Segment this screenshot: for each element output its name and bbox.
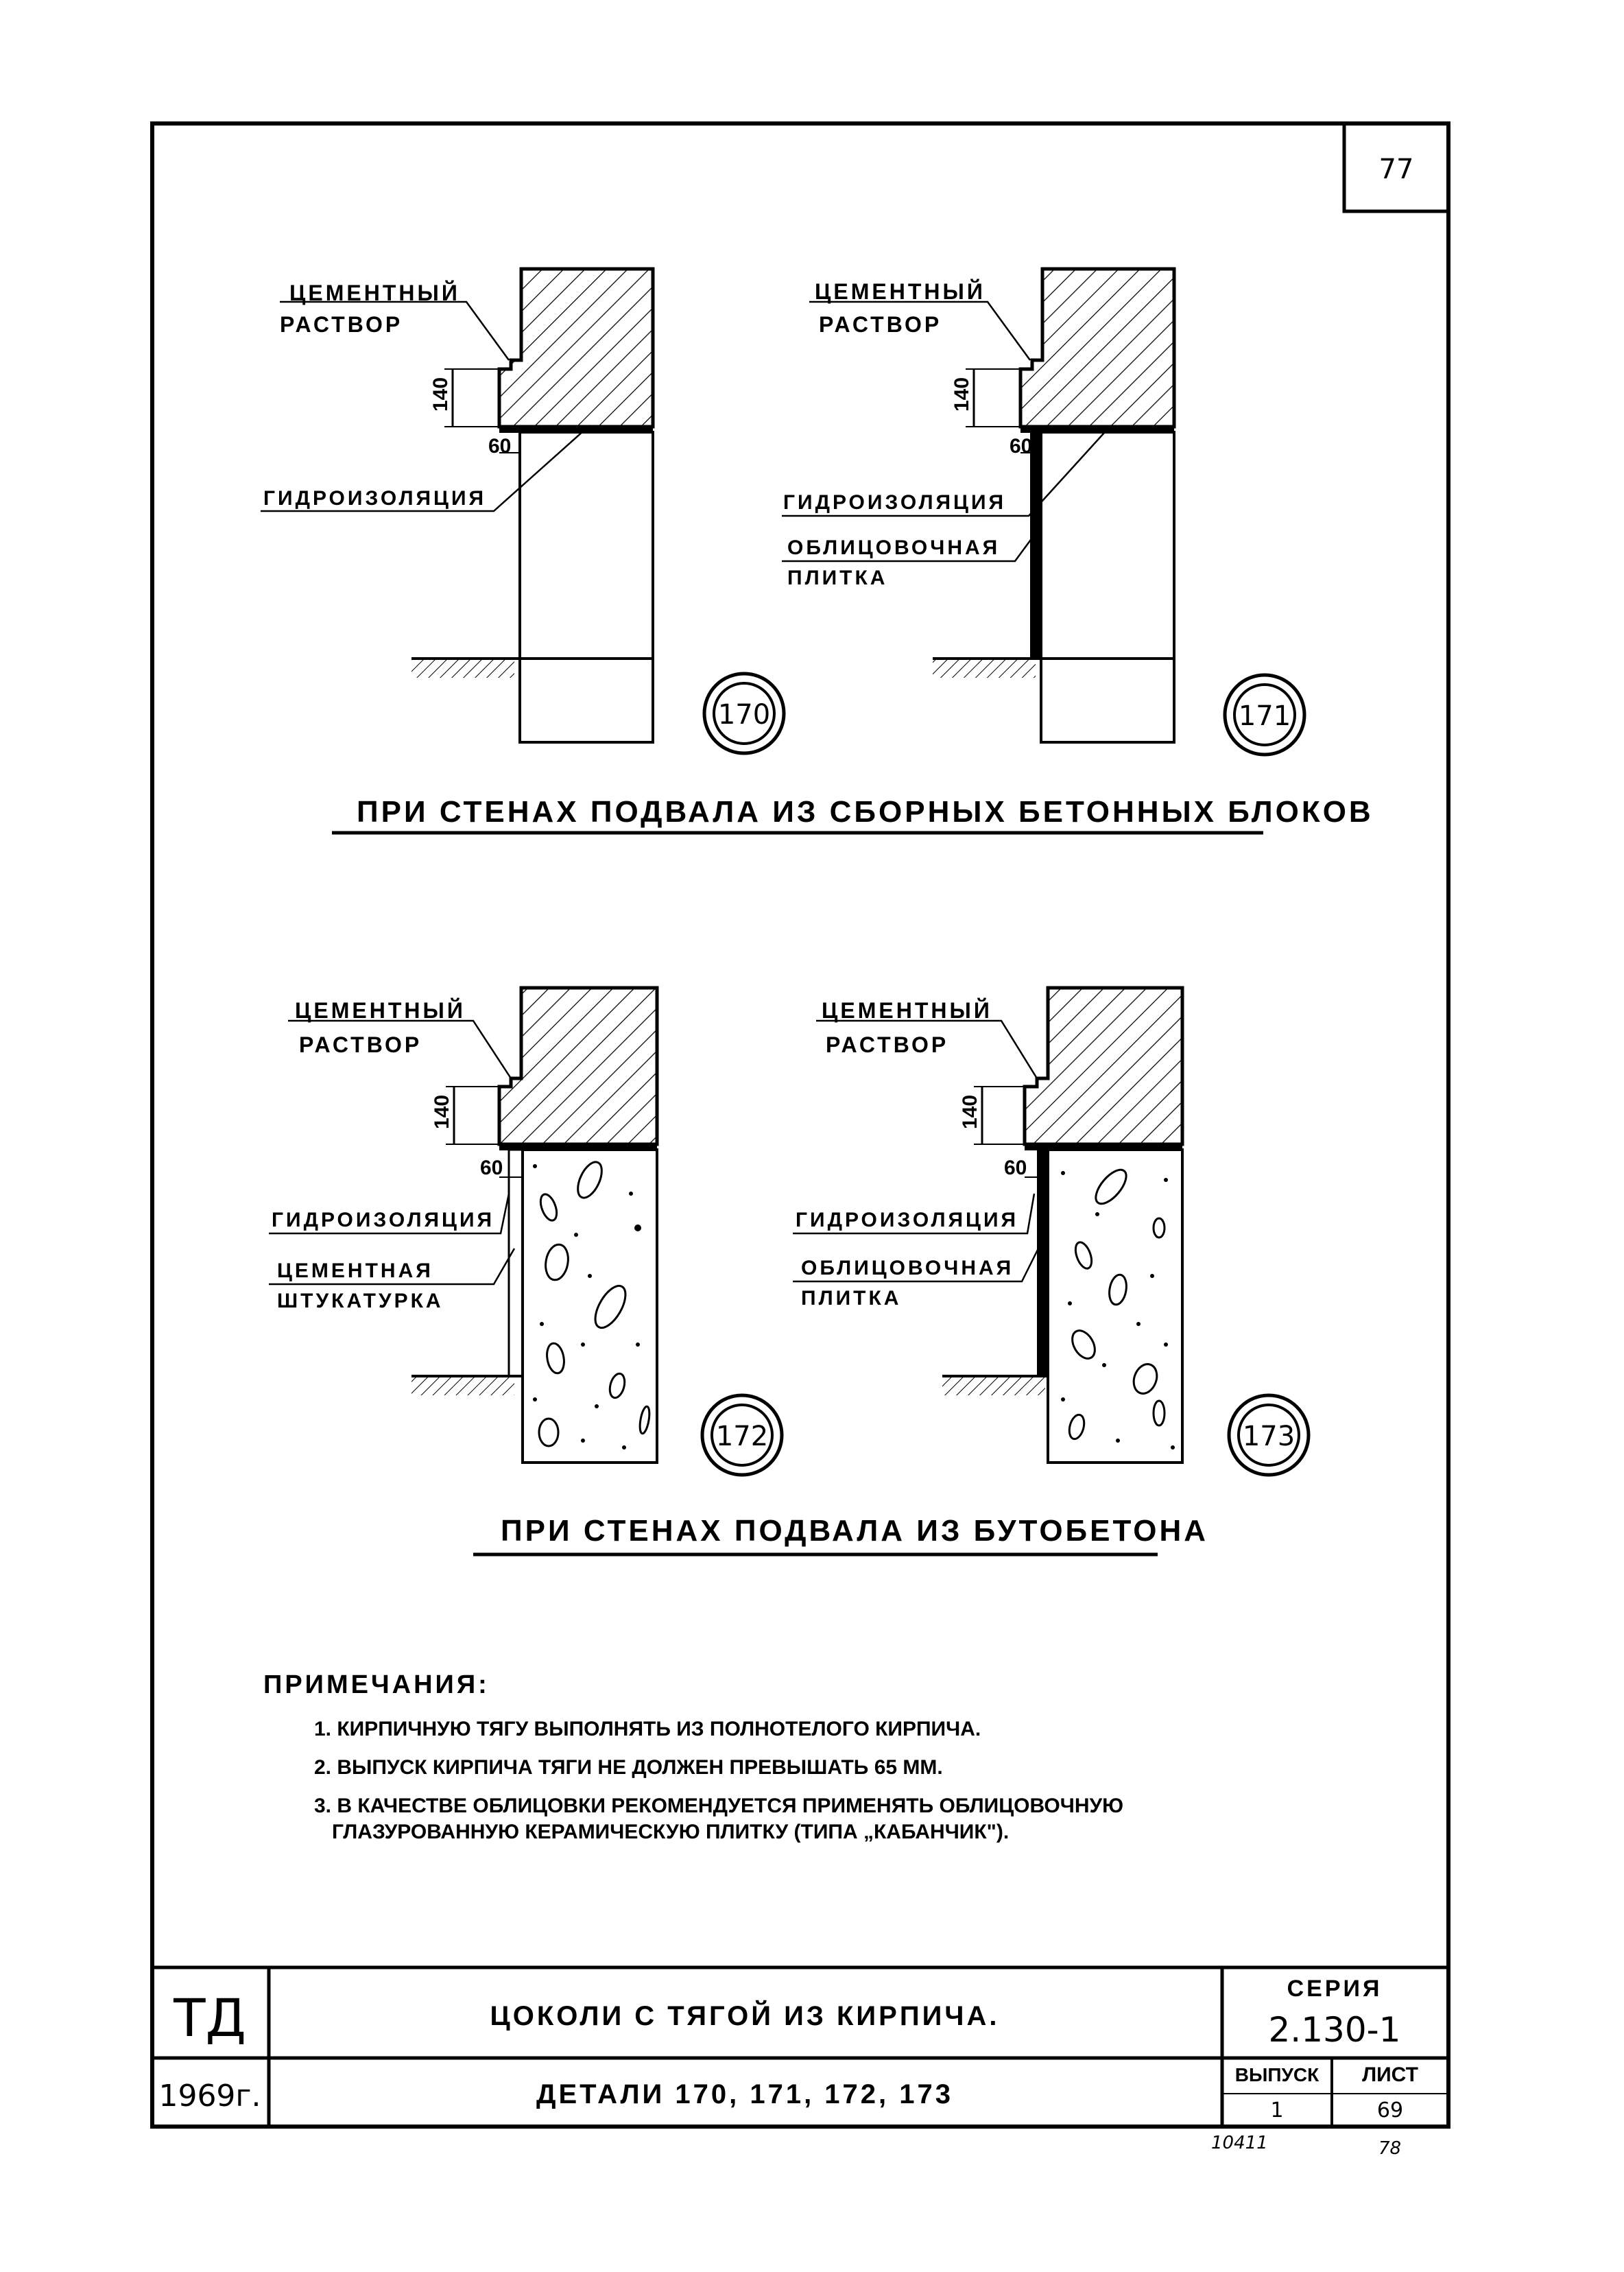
label-mortar-2: РАСТВОР — [819, 312, 942, 337]
detail-172: 140 60 ЦЕМЕНТНЫЙ РАСТВОР ГИДРОИЗОЛЯЦИЯ Ц… — [269, 986, 784, 1477]
label-waterproofing: ГИДРОИЗОЛЯЦИЯ — [796, 1209, 1018, 1231]
label-facing: ОБЛИЦОВОЧНАЯ — [787, 536, 1000, 559]
stamp-page-number: 78 — [1378, 2138, 1401, 2159]
drawing-title: ЦОКОЛИ С ТЯГОЙ ИЗ КИРПИЧА. — [490, 2000, 1000, 2031]
dim-height: 140 — [959, 1095, 981, 1129]
sheet-number-box: 77 — [1342, 121, 1450, 213]
sheet-value: 69 — [1377, 2098, 1403, 2122]
facing-tile — [1030, 432, 1041, 659]
detail-170: 140 60 ЦЕМЕНТНЫЙ РАСТВОР ГИДРОИЗОЛЯЦИЯ 1… — [261, 267, 786, 755]
org-mark: ТД — [173, 1987, 246, 2048]
dim-height: 140 — [431, 1095, 453, 1129]
detail-number: 172 — [716, 1421, 768, 1452]
label-mortar: ЦЕМЕНТНЫЙ — [295, 998, 466, 1023]
label-facing-2: ПЛИТКА — [787, 567, 887, 589]
notes-heading: ПРИМЕЧАНИЯ: — [263, 1670, 490, 1699]
detail-number: 170 — [718, 699, 770, 731]
label-mortar-2: РАСТВОР — [826, 1032, 948, 1057]
section-title-precast: ПРИ СТЕНАХ ПОДВАЛА ИЗ СБОРНЫХ БЕТОННЫХ Б… — [357, 795, 1374, 829]
label-facing-2: ПЛИТКА — [801, 1287, 901, 1310]
concrete-dots — [533, 1164, 641, 1449]
stamp-archive-number: 10411 — [1211, 2133, 1268, 2153]
issue-label: ВЫПУСК — [1235, 2064, 1320, 2085]
brick-wall — [1023, 986, 1184, 1146]
sheet-number: 77 — [1379, 154, 1414, 185]
brick-wall — [497, 986, 659, 1146]
brick-wall — [1018, 267, 1176, 429]
label-facing: ОБЛИЦОВОЧНАЯ — [801, 1257, 1014, 1279]
aggregate-stones — [1068, 1168, 1166, 1441]
label-mortar: ЦЕМЕНТНЫЙ — [815, 279, 986, 304]
sheet-label: ЛИСТ — [1362, 2063, 1418, 2086]
cement-plaster — [508, 1148, 524, 1377]
basement-wall — [518, 431, 654, 744]
note-item: 3. В КАЧЕСТВЕ ОБЛИЦОВКИ РЕКОМЕНДУЕТСЯ ПР… — [314, 1795, 1123, 1817]
dim-offset: 60 — [1010, 435, 1032, 458]
title-block: ТД 1969г. ЦОКОЛИ С ТЯГОЙ ИЗ КИРПИЧА. ДЕТ… — [152, 1965, 1448, 2127]
notes: ПРИМЕЧАНИЯ: 1. КИРПИЧНУЮ ТЯГУ ВЫПОЛНЯТЬ … — [263, 1670, 1123, 1843]
drawing-subtitle: ДЕТАЛИ 170, 171, 172, 173 — [536, 2079, 953, 2109]
dim-offset: 60 — [488, 435, 511, 458]
label-plaster: ЦЕМЕНТНАЯ — [277, 1259, 433, 1282]
year: 1969г. — [158, 2079, 261, 2114]
label-waterproofing: ГИДРОИЗОЛЯЦИЯ — [272, 1209, 494, 1231]
detail-number: 173 — [1243, 1421, 1295, 1452]
note-item: 2. ВЫПУСК КИРПИЧА ТЯГИ НЕ ДОЛЖЕН ПРЕВЫША… — [314, 1756, 943, 1779]
detail-171: 140 60 ЦЕМЕНТНЫЙ РАСТВОР ГИДРОИЗОЛЯЦИЯ О… — [782, 267, 1306, 757]
dim-offset: 60 — [1004, 1157, 1027, 1179]
note-item: ГЛАЗУРОВАННУЮ КЕРАМИЧЕСКУЮ ПЛИТКУ (ТИПА … — [332, 1821, 1009, 1843]
basement-wall — [1040, 431, 1175, 744]
series-label: СЕРИЯ — [1287, 1976, 1383, 2002]
series-value: 2.130-1 — [1269, 2010, 1401, 2050]
label-waterproofing: ГИДРОИЗОЛЯЦИЯ — [783, 491, 1006, 514]
section-title-rubble: ПРИ СТЕНАХ ПОДВАЛА ИЗ БУТОБЕТОНА — [501, 1514, 1208, 1548]
label-plaster-2: ШТУКАТУРКА — [277, 1290, 444, 1312]
dim-offset: 60 — [480, 1157, 503, 1179]
label-mortar: ЦЕМЕНТНЫЙ — [289, 281, 460, 305]
dim-height: 140 — [951, 377, 973, 412]
label-mortar: ЦЕМЕНТНЫЙ — [822, 998, 992, 1023]
note-item: 1. КИРПИЧНУЮ ТЯГУ ВЫПОЛНЯТЬ ИЗ ПОЛНОТЕЛО… — [314, 1718, 981, 1740]
brick-wall — [497, 267, 655, 429]
issue-value: 1 — [1270, 2098, 1283, 2122]
detail-173: 140 60 ЦЕМЕНТНЫЙ РАСТВОР ГИДРОИЗОЛЯЦИЯ О… — [793, 986, 1311, 1477]
concrete-dots — [1061, 1171, 1175, 1449]
dim-height: 140 — [429, 377, 452, 412]
sheet-frame — [150, 121, 1450, 2129]
label-mortar-2: РАСТВОР — [299, 1032, 422, 1057]
aggregate-stones — [538, 1161, 651, 1447]
label-mortar-2: РАСТВОР — [280, 312, 403, 337]
detail-number: 171 — [1239, 700, 1291, 732]
label-waterproofing: ГИДРОИЗОЛЯЦИЯ — [263, 487, 486, 510]
facing-tile — [1037, 1150, 1048, 1376]
